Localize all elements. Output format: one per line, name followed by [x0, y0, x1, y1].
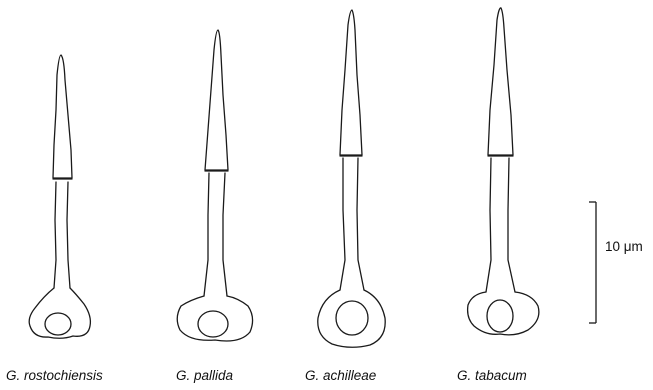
- stylet-cone: [205, 30, 228, 170]
- stylet-pallida: [177, 30, 252, 341]
- stylet-lumen: [487, 300, 513, 332]
- stylet-shaft: [486, 156, 515, 292]
- species-label-pallida: G. pallida: [176, 368, 234, 383]
- stylet-cone: [488, 8, 513, 155]
- stylet-rostochiensis: [29, 55, 90, 338]
- species-label-achilleae: G. achilleae: [305, 368, 376, 383]
- stylet-shaft: [340, 156, 364, 290]
- stylet-knobs: [318, 290, 385, 347]
- scale-bar-label: 10 μm: [605, 239, 643, 254]
- stylet-lumen: [336, 301, 368, 335]
- species-label-tabacum: G. tabacum: [457, 368, 527, 383]
- stylet-knobs: [468, 292, 539, 335]
- stylet-cone: [340, 10, 362, 155]
- species-label-rostochiensis: G. rostochiensis: [6, 368, 103, 383]
- stylet-knobs: [177, 296, 252, 341]
- scale-bar: [589, 202, 596, 323]
- stylet-cone: [53, 55, 72, 178]
- stylet-shaft: [204, 171, 228, 296]
- stylet-tabacum: [468, 8, 539, 335]
- stylet-achilleae: [318, 10, 385, 347]
- stylet-shaft: [53, 179, 72, 288]
- stylet-lumen: [45, 313, 71, 335]
- stylet-lumen: [198, 311, 228, 337]
